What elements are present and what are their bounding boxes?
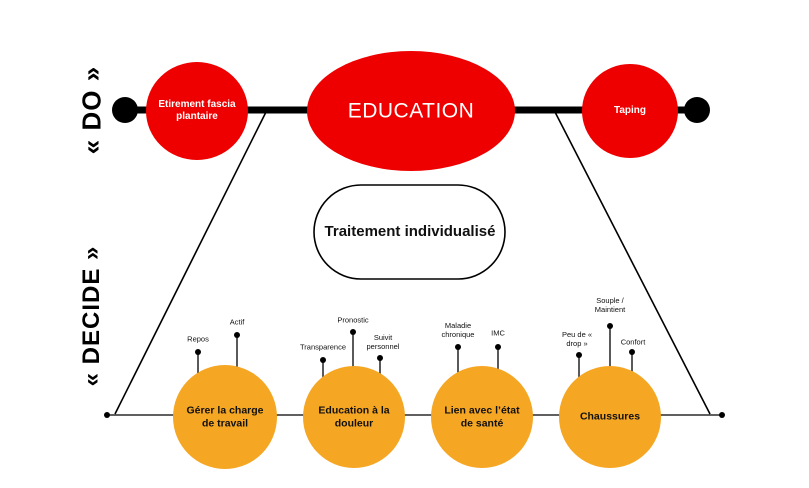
do-side-label: « DO » — [76, 65, 107, 155]
branch-dot — [320, 357, 326, 363]
branch-dot — [576, 352, 582, 358]
branch-dot — [234, 332, 240, 338]
do-right-node — [582, 64, 678, 158]
branch-dot — [377, 355, 383, 361]
branch-dot — [495, 344, 501, 350]
decide-baseline-left-end — [104, 412, 110, 418]
decide-side-label: « DECIDE » — [78, 245, 105, 387]
decide-baseline-right-end — [719, 412, 725, 418]
do-bar-left-end — [112, 97, 138, 123]
do-center-label: EDUCATION — [347, 99, 475, 123]
branch-dot — [195, 349, 201, 355]
decide-node-1-label: Gérer la charge de travail — [186, 404, 264, 429]
branch-label: Peu de « drop » — [561, 330, 593, 348]
trapezoid-right-edge — [554, 111, 711, 415]
branch-label: Actif — [229, 317, 245, 327]
center-box-label: Traitement individualisé — [324, 223, 496, 240]
decide-node-3-label: Lien avec l’état de santé — [444, 404, 520, 429]
decide-node-2 — [303, 366, 405, 468]
branch-label: IMC — [491, 328, 505, 338]
do-right-label: Taping — [613, 105, 647, 116]
branch-dot — [607, 323, 613, 329]
branch-label: Transparence — [300, 342, 346, 352]
do-left-node — [146, 62, 248, 160]
branch-label: Maladie chronique — [441, 321, 475, 339]
branch-dot — [455, 344, 461, 350]
branch-label: Confort — [620, 337, 646, 347]
center-box — [313, 184, 506, 280]
decide-node-1 — [173, 365, 277, 469]
branch-label: Suivit personnel — [366, 333, 400, 351]
do-left-label: Etirement fascia plantaire — [158, 99, 236, 122]
trapezoid-left-edge — [114, 111, 267, 415]
decide-node-4 — [559, 366, 661, 468]
branch-label: Souple / Maintient — [594, 296, 626, 314]
branch-label: Repos — [187, 334, 209, 344]
decide-node-4-label: Chaussures — [579, 410, 641, 423]
do-center-node — [307, 51, 515, 171]
branch-dot — [350, 329, 356, 335]
branch-dot — [629, 349, 635, 355]
branch-label: Pronostic — [337, 315, 369, 325]
do-bar-right-end — [684, 97, 710, 123]
decide-node-3 — [431, 366, 533, 468]
decide-node-2-label: Education à la douleur — [318, 404, 390, 429]
